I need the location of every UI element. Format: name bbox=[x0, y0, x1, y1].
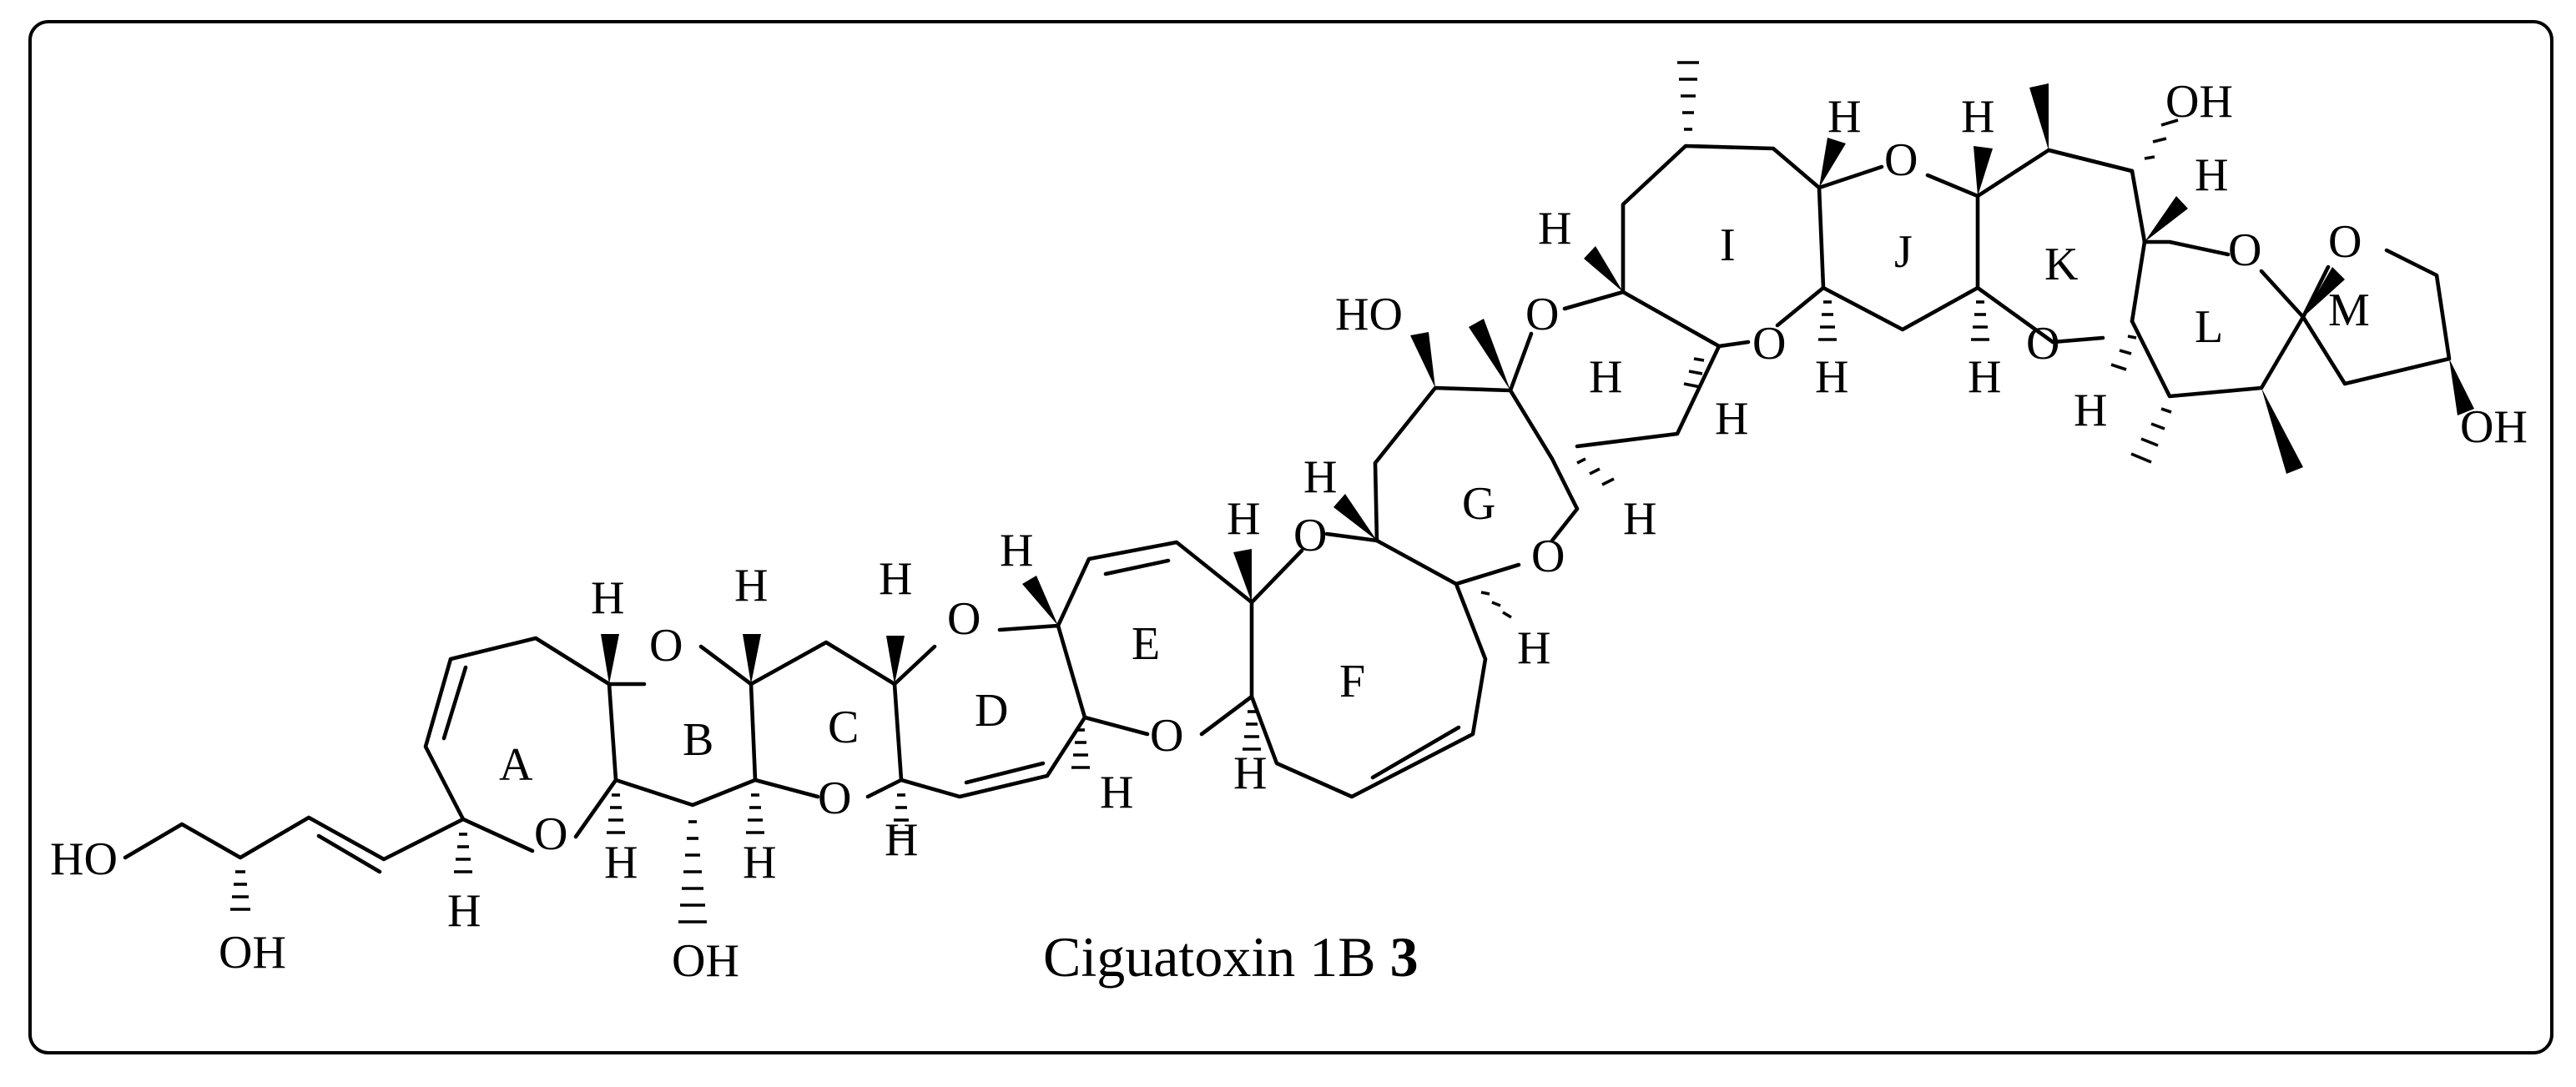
compound-caption: Ciguatoxin 1B 3 bbox=[1043, 925, 1419, 989]
oxygen-label: O bbox=[534, 808, 567, 860]
oxygen-label: O bbox=[649, 620, 683, 672]
hydrogen-label: H bbox=[1715, 393, 1748, 445]
hydroxyl-label: OH bbox=[2165, 76, 2233, 128]
oxygen-label: O bbox=[1884, 134, 1918, 186]
hydrogen-label: H bbox=[591, 572, 624, 624]
compound-name: Ciguatoxin 1B bbox=[1043, 925, 1376, 989]
hydrogen-label: H bbox=[2074, 385, 2107, 436]
oxygen-label: O bbox=[1293, 510, 1327, 561]
hydrogen-label: H bbox=[447, 885, 481, 937]
oxygen-label: O bbox=[1531, 531, 1565, 582]
ring-k-label: K bbox=[2044, 239, 2078, 290]
hydroxyl-label: HO bbox=[1335, 289, 1403, 340]
oxygen-label: O bbox=[947, 593, 980, 645]
hydrogen-label: H bbox=[1000, 525, 1033, 576]
hydroxyl-label: HO bbox=[50, 833, 118, 885]
hydrogen-label: H bbox=[1100, 767, 1133, 818]
ring-b-label: B bbox=[683, 714, 713, 766]
ring-h-hydrogen-label: H bbox=[1589, 351, 1622, 403]
hydrogen-label: H bbox=[743, 837, 776, 888]
hydroxyl-label: OH bbox=[672, 935, 739, 987]
atom-labels: HO OH H O H OH H H O H O H H O H O H H H… bbox=[50, 76, 2528, 987]
ring-d-label: D bbox=[975, 685, 1008, 737]
hydrogen-label: H bbox=[885, 814, 918, 866]
hydrogen-label: H bbox=[1227, 493, 1260, 545]
hydrogen-label: H bbox=[1233, 747, 1267, 799]
bond-skeleton bbox=[123, 143, 2452, 874]
ring-i-label: I bbox=[1720, 219, 1736, 271]
hashed-bonds bbox=[230, 61, 2179, 923]
ring-e-label: E bbox=[1132, 618, 1160, 670]
hydroxyl-label: OH bbox=[2460, 401, 2528, 453]
ring-g-label: G bbox=[1462, 478, 1495, 530]
oxygen-label: O bbox=[818, 772, 851, 824]
ring-f-label: F bbox=[1339, 656, 1365, 707]
oxygen-label: O bbox=[1150, 710, 1183, 762]
ring-a-label: A bbox=[499, 739, 533, 791]
hydrogen-label: H bbox=[1538, 203, 1571, 254]
oxygen-label: O bbox=[1525, 289, 1559, 340]
hydrogen-label: H bbox=[1517, 622, 1550, 674]
hydrogen-label: H bbox=[1623, 493, 1656, 545]
hydrogen-label: H bbox=[1827, 91, 1861, 143]
hydroxyl-label: OH bbox=[219, 927, 286, 979]
hydrogen-label: H bbox=[2195, 149, 2228, 201]
oxygen-label: O bbox=[2228, 224, 2261, 276]
ring-j-label: J bbox=[1894, 226, 1913, 278]
hydrogen-label: H bbox=[1303, 451, 1337, 503]
ring-labels: A B C D E F G I J K L M bbox=[499, 219, 2370, 791]
hydrogen-label: H bbox=[1961, 91, 1994, 143]
figure-frame bbox=[28, 20, 2553, 1054]
ring-m-label: M bbox=[2328, 284, 2370, 336]
ring-l-label: L bbox=[2195, 301, 2223, 353]
oxygen-label: O bbox=[1752, 318, 1786, 370]
hydrogen-label: H bbox=[604, 837, 638, 888]
oxygen-label: O bbox=[2026, 318, 2059, 370]
oxygen-label: O bbox=[2328, 216, 2362, 268]
compound-number: 3 bbox=[1390, 925, 1419, 989]
hydrogen-label: H bbox=[879, 553, 912, 605]
hydrogen-label: H bbox=[734, 560, 768, 611]
wedge-bonds bbox=[601, 83, 2474, 684]
ring-c-label: C bbox=[828, 702, 859, 753]
hydrogen-label: H bbox=[1968, 351, 2001, 403]
hydrogen-label: H bbox=[1815, 351, 1848, 403]
